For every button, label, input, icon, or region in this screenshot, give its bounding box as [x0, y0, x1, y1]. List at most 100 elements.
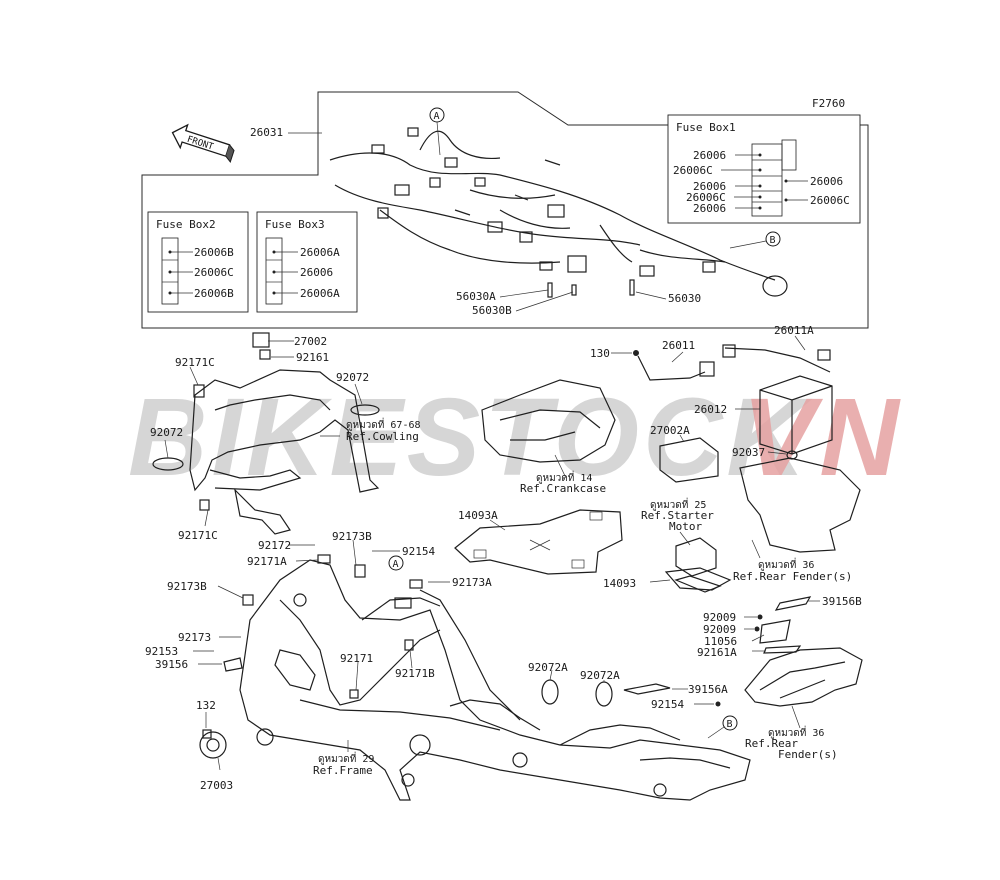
label-56030: 56030	[668, 292, 701, 305]
label-92161: 92161	[296, 351, 329, 364]
relay-27002a	[659, 434, 719, 483]
fuse-box-1-right-label-2: 26006C	[810, 194, 850, 207]
callout-a-label: A	[434, 111, 440, 122]
rear-fender-parts	[744, 596, 863, 729]
label-92173b-left: 92173B	[167, 580, 207, 593]
callout-a-frame-label: A	[393, 559, 399, 570]
label-11056: 11056	[704, 635, 737, 648]
fuse-box-1-title: Fuse Box1	[676, 121, 736, 134]
harness-frame: F2760	[141, 91, 869, 329]
label-132: 132	[196, 699, 216, 712]
label-92172: 92172	[258, 539, 291, 552]
label-92009-1: 92009	[703, 611, 736, 624]
label-92072a-1: 92072A	[528, 661, 568, 674]
ref-frame-thai: ดูหมวดที่ 29	[318, 751, 374, 765]
fuse-box-3-label-3: 26006A	[300, 287, 340, 300]
ref-frame: Ref.Frame	[313, 764, 373, 777]
battery	[735, 375, 833, 455]
fuse-box-3-label-2: 26006	[300, 266, 333, 279]
label-26031: 26031	[250, 126, 283, 139]
ref-starter-thai: ดูหมวดที่ 25	[650, 497, 706, 511]
callout-b-label: B	[770, 235, 776, 246]
frame-leader-lines	[193, 539, 450, 752]
label-92173: 92173	[178, 631, 211, 644]
label-26012: 26012	[694, 403, 727, 416]
ref-rear-fender-2b: Fender(s)	[778, 748, 838, 761]
label-56030b: 56030B	[472, 304, 512, 317]
label-92072-right: 92072	[336, 371, 369, 384]
fuse-box-1-left-label-1: 26006	[693, 149, 726, 162]
crankcase-assembly	[481, 379, 616, 479]
ref-starter-1: Ref.Starter	[641, 509, 714, 522]
ref-cowling-thai: ดูหมวดที่ 67-68	[346, 417, 421, 431]
callout-b-top: B	[729, 231, 781, 249]
label-92161a: 92161A	[697, 646, 737, 659]
label-27003: 27003	[200, 779, 233, 792]
label-92154-bottom: 92154	[651, 698, 684, 711]
starter-relay	[649, 537, 732, 593]
label-26011: 26011	[662, 339, 695, 352]
fuse-box-1: Fuse Box1 26006 26006C 26006 26006C 2600…	[667, 114, 861, 224]
fuse-box-3-label-1: 26006A	[300, 246, 340, 259]
watermark-text-vn: VN	[742, 376, 903, 499]
front-arrow-icon: FRONT	[171, 123, 235, 163]
label-92173b-top: 92173B	[332, 530, 372, 543]
label-26011a: 26011A	[774, 324, 814, 337]
label-27002a: 27002A	[650, 424, 690, 437]
fuse-box-1-left-label-3: 26006	[693, 180, 726, 193]
callout-b-bottom: B	[707, 715, 738, 739]
ref-crankcase-thai: ดูหมวดที่ 14	[536, 470, 592, 484]
ref-rear-fender-thai-1: ดูหมวดที่ 36	[758, 557, 814, 571]
label-14093a: 14093A	[458, 509, 498, 522]
label-92171: 92171	[340, 652, 373, 665]
callout-b-bottom-label: B	[727, 719, 733, 730]
label-92173a: 92173A	[452, 576, 492, 589]
fuse-box-3: Fuse Box3 26006A 26006 26006A	[256, 211, 358, 313]
ref-rear-fender-thai-2: ดูหมวดที่ 36	[768, 725, 824, 739]
fuse-box-1-left-label-5: 26006	[693, 202, 726, 215]
harness-labels: 26031 56030A 56030B 56030	[250, 126, 701, 317]
fuse-box-1-left-label-4: 26006C	[686, 191, 726, 204]
label-92171c-bottom: 92171C	[178, 529, 218, 542]
label-130: 130	[590, 347, 610, 360]
ref-cowling: Ref.Cowling	[346, 430, 419, 443]
label-92171a: 92171A	[247, 555, 287, 568]
fuse-box-1-right-label-1: 26006	[810, 175, 843, 188]
diagram-code: F2760	[812, 97, 845, 110]
label-92009-2: 92009	[703, 623, 736, 636]
label-39156a: 39156A	[688, 683, 728, 696]
label-92171b: 92171B	[395, 667, 435, 680]
watermark: BIKESTOCK VN	[128, 376, 903, 499]
callout-a-top: A	[429, 107, 445, 156]
ref-crankcase: Ref.Crankcase	[520, 482, 606, 495]
label-92072-left: 92072	[150, 426, 183, 439]
label-92153: 92153	[145, 645, 178, 658]
fuse-box-2-label-3: 26006B	[194, 287, 234, 300]
label-39156: 39156	[155, 658, 188, 671]
fuse-box-2: Fuse Box2 26006B 26006C 26006B	[147, 211, 249, 313]
battery-case	[739, 450, 861, 553]
label-92037: 92037	[732, 446, 765, 459]
fuse-box-2-label-1: 26006B	[194, 246, 234, 259]
fuse-box-2-title: Fuse Box2	[156, 218, 216, 231]
label-92171c-top: 92171C	[175, 356, 215, 369]
horn-27003	[199, 729, 227, 771]
label-92154-top: 92154	[402, 545, 435, 558]
lower-right-small-parts	[541, 669, 721, 707]
ref-starter-2: Motor	[669, 520, 702, 533]
seat-pad-14093a	[454, 509, 623, 575]
fuse-box-2-label-2: 26006C	[194, 266, 234, 279]
label-27002: 27002	[294, 335, 327, 348]
main-wiring-harness	[329, 127, 788, 298]
front-bracket-assembly	[152, 332, 380, 535]
ref-rear-fender-2a: Ref.Rear	[745, 737, 798, 750]
watermark-text-main: BIKESTOCK	[128, 376, 813, 499]
main-frame	[239, 554, 751, 801]
label-56030a: 56030A	[456, 290, 496, 303]
ref-rear-fender-1: Ref.Rear Fender(s)	[733, 570, 852, 583]
label-39156b: 39156B	[822, 595, 862, 608]
fuse-box-3-title: Fuse Box3	[265, 218, 325, 231]
label-92072a-2: 92072A	[580, 669, 620, 682]
fuse-box-1-left-label-2: 26006C	[673, 164, 713, 177]
